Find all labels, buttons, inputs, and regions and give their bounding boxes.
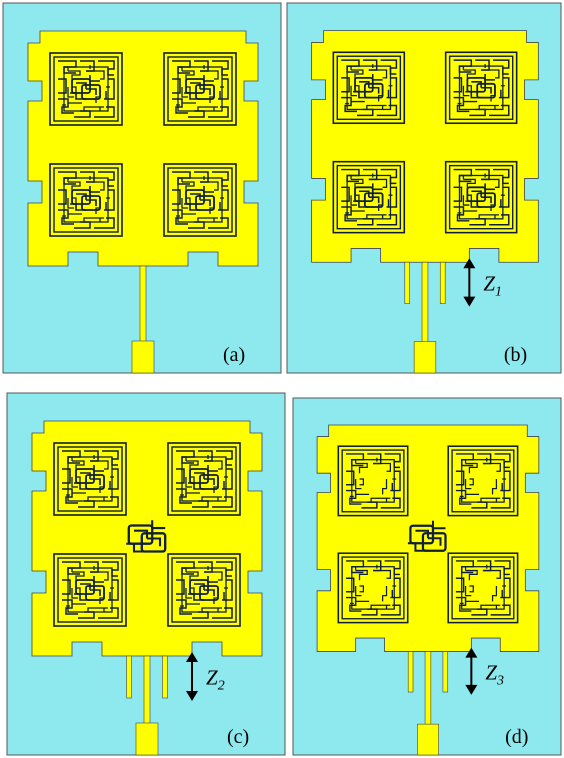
radiating-patch [311, 30, 539, 263]
panel-label: (b) [504, 344, 527, 366]
dimension-arrow [463, 258, 476, 307]
dimension-arrow [186, 652, 198, 701]
feed-line [424, 651, 432, 727]
panel-c: Z2(c) [6, 392, 286, 756]
tuning-stub [162, 655, 168, 699]
panel-b: Z1(b) [286, 2, 562, 374]
panel-a: (a) [2, 2, 282, 374]
panel-label: (a) [223, 344, 245, 366]
panel-label: (d) [505, 726, 528, 748]
radiating-patch [27, 30, 259, 267]
feed-line [139, 265, 147, 344]
feed-port [413, 341, 437, 374]
tuning-stub [404, 261, 411, 304]
feed-line [143, 655, 151, 726]
feed-port [131, 340, 155, 374]
feed-line [421, 261, 429, 344]
panel-d: Z3(d) [292, 397, 562, 756]
dimension-arrow [465, 647, 478, 695]
panel-label: (c) [227, 726, 249, 748]
tuning-stub [439, 261, 446, 304]
tuning-stub [126, 655, 132, 699]
tuning-stub [442, 651, 449, 693]
feed-port [417, 723, 439, 756]
tuning-stub [407, 651, 414, 693]
feed-port [135, 722, 159, 756]
